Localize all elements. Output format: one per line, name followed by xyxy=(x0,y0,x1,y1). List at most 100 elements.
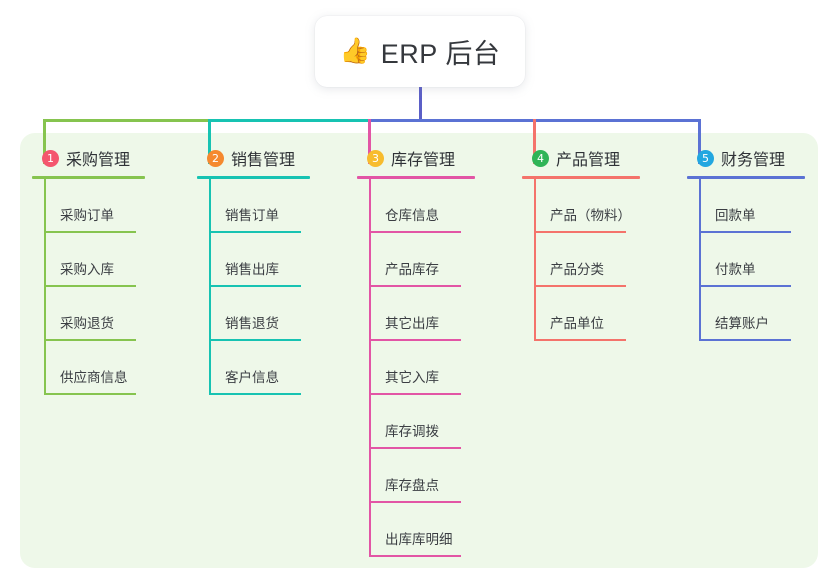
branch-item-list: 仓库信息产品库存其它出库其它入库库存调拨库存盘点出库库明细 xyxy=(357,179,475,557)
branch-item-label: 库存调拨 xyxy=(385,424,439,439)
branch-item-label: 产品（物料） xyxy=(550,208,631,223)
branch-item-label: 其它入库 xyxy=(385,370,439,385)
root-node-content: 👍 ERP 后台 xyxy=(340,32,501,71)
branch-item[interactable]: 结算账户 xyxy=(687,287,805,341)
branch-item-underline xyxy=(44,339,136,341)
branch-item[interactable]: 供应商信息 xyxy=(32,341,145,395)
branch-item[interactable]: 其它出库 xyxy=(357,287,475,341)
branch-item-label: 产品单位 xyxy=(550,316,604,331)
branch-number-badge: 4 xyxy=(532,149,549,167)
branch-item[interactable]: 采购订单 xyxy=(32,179,145,233)
branch-item-label: 付款单 xyxy=(715,262,756,277)
branch-item[interactable]: 销售退货 xyxy=(197,287,310,341)
branch-item-label: 出库库明细 xyxy=(385,532,453,547)
branch-item-underline xyxy=(44,285,136,287)
branch-rail xyxy=(369,179,371,557)
branch-item-underline xyxy=(209,393,301,395)
branch-header-underline xyxy=(357,176,475,179)
branch-item-underline xyxy=(209,231,301,233)
branch-item-underline xyxy=(369,393,461,395)
branch-title: 库存管理 xyxy=(391,152,456,169)
branch-item[interactable]: 销售出库 xyxy=(197,233,310,287)
root-node-card[interactable]: 👍 ERP 后台 xyxy=(315,16,525,87)
branch-number-badge: 1 xyxy=(42,149,59,167)
branch-header-4[interactable]: 4 产品管理 xyxy=(522,145,640,171)
branch-item-underline xyxy=(534,339,626,341)
branch-item-label: 采购订单 xyxy=(60,208,114,223)
branch-item[interactable]: 客户信息 xyxy=(197,341,310,395)
branch-item-underline xyxy=(209,285,301,287)
branch-header-1[interactable]: 1 采购管理 xyxy=(32,145,145,171)
branch-header-underline xyxy=(687,176,805,179)
branch-item-underline xyxy=(369,285,461,287)
branch-item-underline xyxy=(369,501,461,503)
branch-item[interactable]: 产品（物料） xyxy=(522,179,640,233)
thumbs-up-icon: 👍 xyxy=(339,37,371,65)
branch-column-1: 1 采购管理采购订单采购入库采购退货供应商信息 xyxy=(32,145,145,395)
branch-item-underline xyxy=(369,339,461,341)
branch-item-underline xyxy=(699,285,791,287)
branch-item[interactable]: 出库库明细 xyxy=(357,503,475,557)
branch-item-label: 采购退货 xyxy=(60,316,114,331)
branch-item-underline xyxy=(369,231,461,233)
branch-rail xyxy=(699,179,701,341)
branch-item-underline xyxy=(369,555,461,557)
branch-item[interactable]: 销售订单 xyxy=(197,179,310,233)
branch-item-underline xyxy=(699,339,791,341)
branch-number-badge: 2 xyxy=(207,149,224,167)
branch-item-label: 产品库存 xyxy=(385,262,439,277)
branch-item-label: 采购入库 xyxy=(60,262,114,277)
branch-item[interactable]: 仓库信息 xyxy=(357,179,475,233)
diagram-panel-background xyxy=(20,133,818,568)
branch-item-underline xyxy=(44,393,136,395)
branch-item-underline xyxy=(699,231,791,233)
branch-rail xyxy=(534,179,536,341)
branch-item-label: 销售退货 xyxy=(225,316,279,331)
branch-rail xyxy=(44,179,46,395)
branch-item[interactable]: 库存调拨 xyxy=(357,395,475,449)
branch-item-list: 产品（物料） 产品分类产品单位 xyxy=(522,179,640,341)
branch-item-label: 销售订单 xyxy=(225,208,279,223)
branch-title: 采购管理 xyxy=(66,152,131,169)
branch-item-list: 采购订单采购入库采购退货供应商信息 xyxy=(32,179,145,395)
branch-item-label: 仓库信息 xyxy=(385,208,439,223)
branch-item-underline xyxy=(534,231,626,233)
branch-header-5[interactable]: 5 财务管理 xyxy=(687,145,805,171)
branch-item[interactable]: 付款单 xyxy=(687,233,805,287)
branch-item-list: 销售订单销售出库销售退货客户信息 xyxy=(197,179,310,395)
branch-title: 财务管理 xyxy=(721,152,786,169)
branch-item-underline xyxy=(369,447,461,449)
branch-rail xyxy=(209,179,211,395)
branch-item[interactable]: 回款单 xyxy=(687,179,805,233)
branch-number-badge: 3 xyxy=(367,149,384,167)
branch-item[interactable]: 其它入库 xyxy=(357,341,475,395)
branch-item-label: 客户信息 xyxy=(225,370,279,385)
branch-item-label: 结算账户 xyxy=(715,316,769,331)
branch-item[interactable]: 产品单位 xyxy=(522,287,640,341)
branch-item-label: 回款单 xyxy=(715,208,756,223)
branch-column-3: 3 库存管理仓库信息产品库存其它出库其它入库库存调拨库存盘点出库库明细 xyxy=(357,145,475,557)
branch-column-4: 4 产品管理产品（物料） 产品分类产品单位 xyxy=(522,145,640,341)
branch-header-3[interactable]: 3 库存管理 xyxy=(357,145,475,171)
branch-item[interactable]: 采购退货 xyxy=(32,287,145,341)
root-node-title: ERP 后台 xyxy=(380,39,501,69)
branch-item-label: 销售出库 xyxy=(225,262,279,277)
branch-header-underline xyxy=(522,176,640,179)
branch-item-underline xyxy=(44,231,136,233)
branch-item-label: 其它出库 xyxy=(385,316,439,331)
branch-item[interactable]: 产品分类 xyxy=(522,233,640,287)
branch-title: 产品管理 xyxy=(556,152,621,169)
branch-item-label: 库存盘点 xyxy=(385,478,439,493)
branch-item[interactable]: 采购入库 xyxy=(32,233,145,287)
branch-item[interactable]: 库存盘点 xyxy=(357,449,475,503)
branch-item-underline xyxy=(209,339,301,341)
branch-item[interactable]: 产品库存 xyxy=(357,233,475,287)
branch-column-5: 5 财务管理回款单付款单结算账户 xyxy=(687,145,805,341)
branch-item-list: 回款单付款单结算账户 xyxy=(687,179,805,341)
branch-header-underline xyxy=(197,176,310,179)
branch-number-badge: 5 xyxy=(697,149,714,167)
